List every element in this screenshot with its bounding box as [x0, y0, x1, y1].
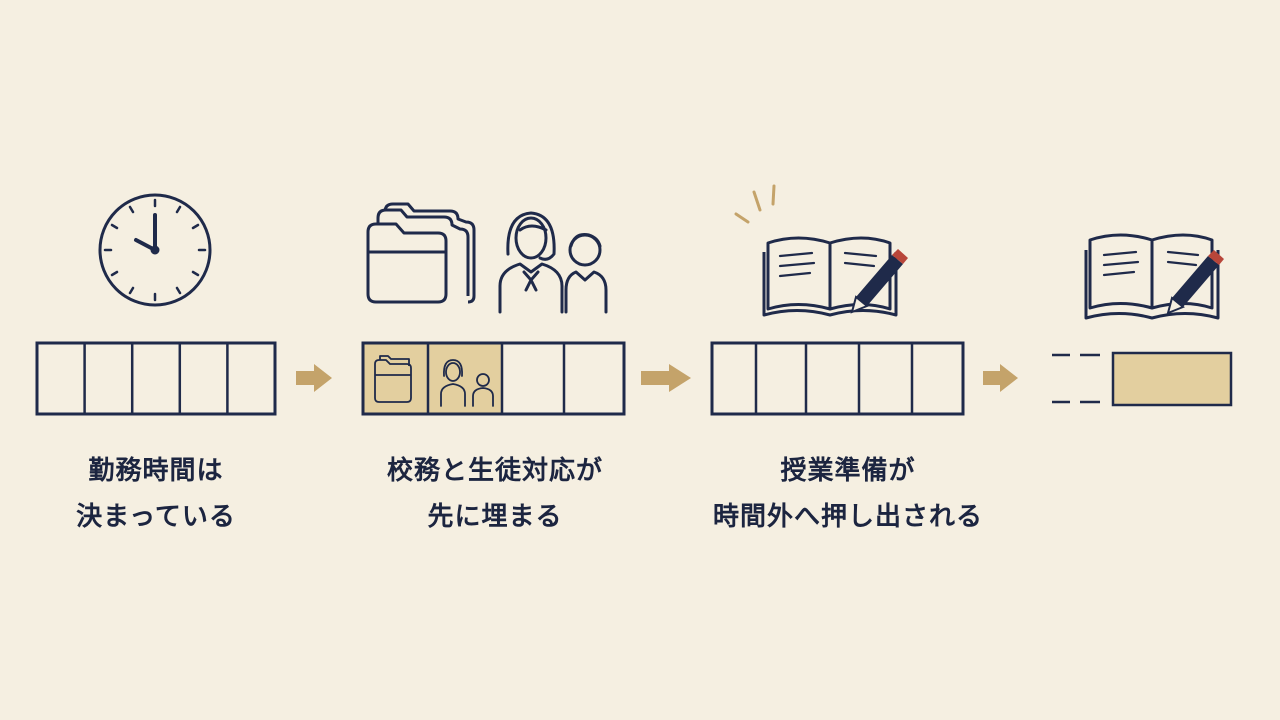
caption-line: 時間外へ押し出される	[712, 502, 983, 532]
caption-line: 勤務時間は	[88, 456, 224, 486]
caption-line: 先に埋まる	[427, 502, 563, 532]
step-3-caption: 授業準備が 時間外へ押し出される	[688, 448, 1008, 540]
people-mini-icon	[440, 359, 494, 407]
pen-icon	[850, 249, 908, 314]
bar-cell-filled	[363, 343, 428, 414]
arrow-right-icon	[983, 364, 1018, 392]
caption-line: 授業準備が	[780, 456, 916, 486]
book-and-pen-icon	[762, 236, 908, 317]
folder-mini-icon	[374, 355, 412, 403]
step-2-caption: 校務と生徒対応が 先に埋まる	[335, 448, 655, 540]
book-and-pen-icon	[1084, 233, 1224, 320]
caption-line: 校務と生徒対応が	[386, 456, 603, 486]
teacher-icon	[498, 211, 564, 314]
overtime-block	[1052, 351, 1233, 407]
time-bar-fixed	[35, 341, 277, 416]
arrow-right-icon	[296, 364, 332, 392]
student-icon	[564, 233, 608, 314]
sparkle-lines	[734, 184, 776, 224]
folders-icon	[366, 202, 476, 304]
caption-line: 決まっている	[76, 502, 236, 532]
arrow-right-icon	[641, 364, 691, 392]
clock-icon	[98, 193, 212, 307]
pen-icon	[1166, 250, 1224, 315]
step-1-caption: 勤務時間は 決まっている	[0, 448, 316, 540]
time-bar-filled	[361, 341, 626, 416]
time-bar-remaining	[710, 341, 965, 416]
